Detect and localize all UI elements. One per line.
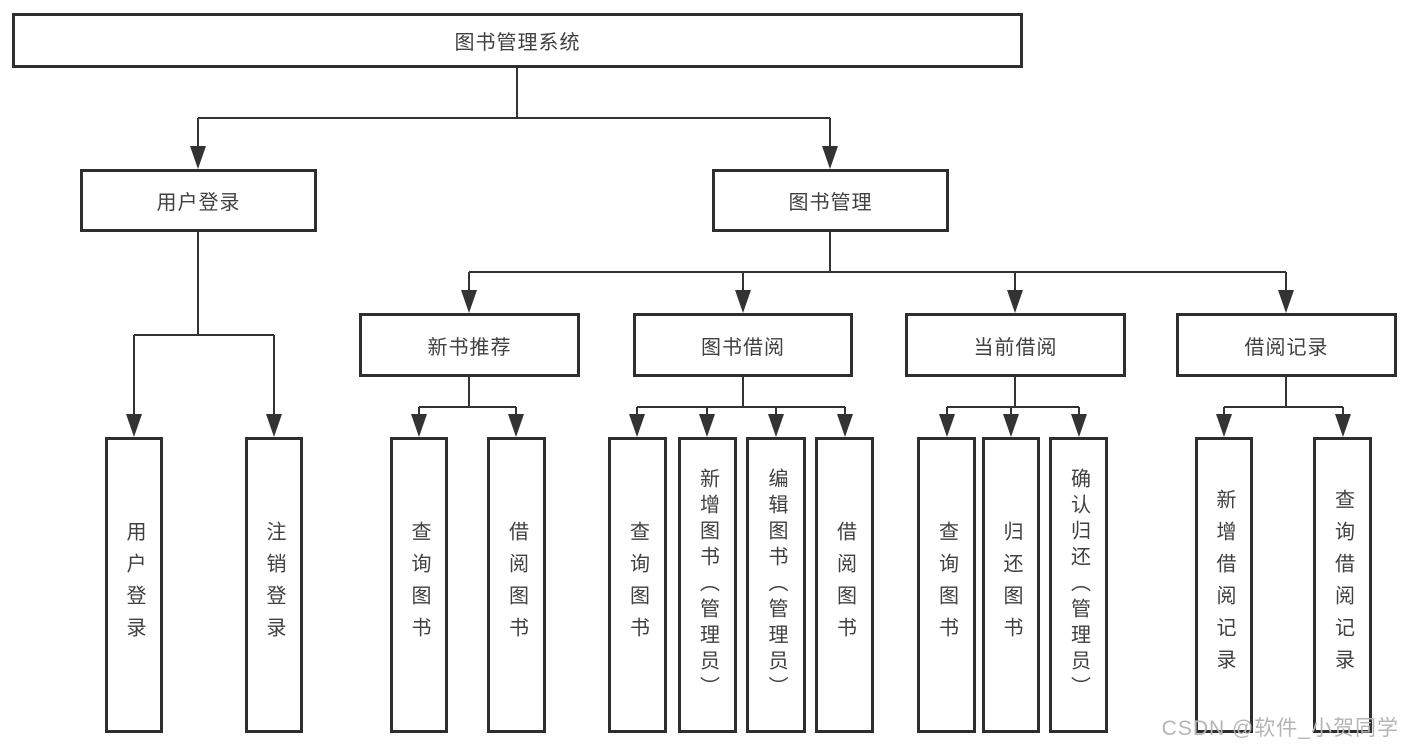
node-new-book-recommend: 新书推荐 — [359, 313, 580, 377]
leaf-query-books-recommend: 查询图书 — [390, 437, 448, 733]
leaf-add-borrow-record: 新增借阅记录 — [1195, 437, 1253, 733]
leaf-add-book-admin: 新增图书（管理员） — [678, 437, 737, 733]
leaf-logout: 注销登录 — [245, 437, 303, 733]
watermark: CSDN @软件_小贺同学 — [1161, 717, 1399, 740]
node-library-system: 图书管理系统 — [12, 13, 1023, 68]
node-user-login: 用户登录 — [80, 169, 317, 232]
arrowheads — [126, 146, 1351, 437]
leaf-query-borrow-record: 查询借阅记录 — [1313, 437, 1372, 733]
leaf-borrow-books-borrowing: 借阅图书 — [815, 437, 874, 733]
leaf-query-books-borrowing: 查询图书 — [608, 437, 667, 733]
node-book-management: 图书管理 — [712, 169, 949, 232]
leaf-borrow-books-recommend: 借阅图书 — [487, 437, 546, 733]
leaf-confirm-return-admin: 确认归还（管理员） — [1049, 437, 1108, 733]
node-book-borrowing: 图书借阅 — [633, 313, 853, 377]
leaf-user-login: 用户登录 — [105, 437, 163, 733]
leaf-return-books: 归还图书 — [982, 437, 1040, 733]
leaf-query-books-current: 查询图书 — [917, 437, 976, 733]
node-borrowing-records: 借阅记录 — [1176, 313, 1397, 377]
leaf-edit-book-admin: 编辑图书（管理员） — [746, 437, 806, 733]
node-current-borrowing: 当前借阅 — [905, 313, 1126, 377]
